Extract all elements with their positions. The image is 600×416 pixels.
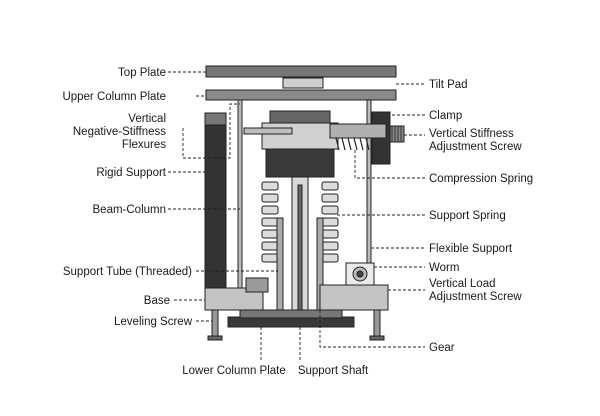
leader-lines [168,71,425,362]
stiffness-screw-coil [335,137,370,151]
label-leveling-screw: Leveling Screw [114,316,193,328]
label-rigid-support: Rigid Support [96,167,166,179]
label-base: Base [144,295,170,307]
label-vertical-load-screw-2: Adjustment Screw [429,291,522,303]
base-left [204,287,264,311]
top-plate [205,65,397,78]
upper-column-plate [205,89,397,101]
right-labels: Tilt Pad Clamp Vertical Stiffness Adjust… [429,79,533,354]
stiffness-screw [329,123,387,139]
spring-cap [265,148,335,178]
left-labels: Top Plate Upper Column Plate Vertical Ne… [62,67,192,328]
label-vertical-stiffness-screw-1: Vertical Stiffness [429,128,514,140]
screw-knob [389,125,405,143]
central-block-top [269,110,331,124]
label-compression-spring: Compression Spring [429,173,533,185]
label-flexible-support: Flexible Support [429,243,513,255]
base-right [319,284,389,311]
label-vertical-flexures-3: Flexures [122,139,166,151]
label-vertical-flexures-1: Vertical [128,113,166,125]
label-top-plate: Top Plate [118,67,166,79]
label-vertical-flexures-2: Negative-Stiffness [73,126,166,138]
left-vertical-rod [237,99,243,301]
label-vertical-stiffness-screw-2: Adjustment Screw [429,141,522,153]
label-clamp: Clamp [429,110,462,122]
tilt-pad [282,77,324,89]
label-support-spring: Support Spring [429,210,506,222]
support-spring [261,181,339,263]
label-beam-column: Beam-Column [93,204,167,216]
label-worm: Worm [429,262,459,274]
label-vertical-load-screw-1: Vertical Load [429,278,496,290]
leveling-screw-right [373,309,381,339]
label-upper-column-plate: Upper Column Plate [62,91,166,103]
label-gear: Gear [429,342,455,354]
leveling-screw-left [211,309,219,339]
rigid-support [204,112,227,289]
label-lower-column-plate: Lower Column Plate [182,365,286,377]
label-support-shaft: Support Shaft [298,365,369,377]
support-tube-left [276,217,284,311]
label-tilt-pad: Tilt Pad [429,79,468,91]
bottom-labels: Lower Column Plate Support Shaft [182,365,369,377]
label-support-tube: Support Tube (Threaded) [63,266,192,278]
mechanism [204,65,405,341]
